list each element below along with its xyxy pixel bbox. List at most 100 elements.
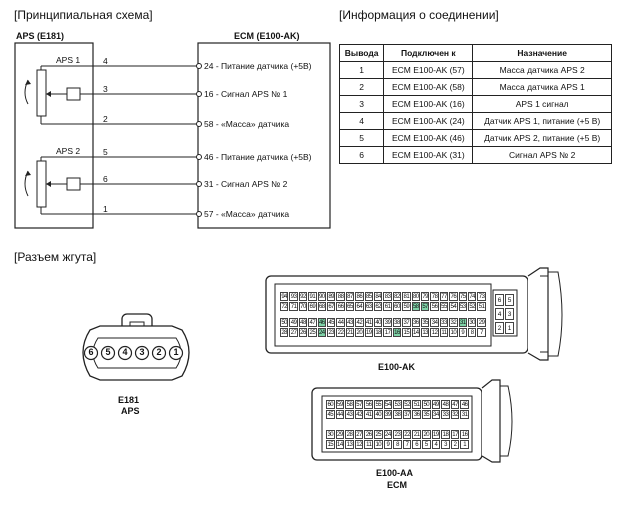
connector-pin-cell: 4 bbox=[495, 308, 504, 320]
connector-pin-cell: 11 bbox=[364, 440, 373, 449]
connector-pin-cell: 52 bbox=[402, 400, 412, 409]
connector-pin-cell: 33 bbox=[439, 318, 449, 327]
table-cell: 2 bbox=[338, 78, 385, 96]
connector-pin-cell: 1 bbox=[505, 322, 514, 334]
connector-pin-cell: 48 bbox=[298, 318, 308, 327]
connector-pin-cell: 28 bbox=[280, 328, 289, 337]
connector-pin-cell: 47 bbox=[308, 318, 317, 327]
connector-pin-cell: 37 bbox=[402, 318, 411, 327]
connector-pin-cell: 31 bbox=[460, 410, 469, 419]
connector-pin-cell: 5 bbox=[505, 294, 514, 306]
connector-pin-cell: 92 bbox=[298, 292, 308, 301]
wire-pin-left: 2 bbox=[103, 114, 108, 124]
connector-pin-cell: 58 bbox=[345, 400, 354, 409]
connector-pin-cell: 19 bbox=[364, 328, 373, 337]
connector-pin-cell: 89 bbox=[327, 292, 336, 301]
connection-info-table: Вывода Подключен к Назначение 1 ECM E100… bbox=[338, 44, 612, 164]
wire-pin-left: 4 bbox=[103, 56, 108, 66]
e100-ak-connector-body bbox=[265, 267, 563, 361]
connector-pin-cell: 68 bbox=[317, 302, 326, 311]
connector-pin-cell: 30 bbox=[326, 430, 335, 439]
connector-pin-cell: 73 bbox=[477, 292, 486, 301]
connector-pin-cell: 36 bbox=[412, 410, 421, 419]
connector-pin-cell: 84 bbox=[374, 292, 383, 301]
connector-pin-cell: 48 bbox=[441, 400, 450, 409]
connector-pin-cell: 46 bbox=[317, 318, 326, 327]
connector-pin-cell: 60 bbox=[326, 400, 335, 409]
table-cell: Датчик APS 2, питание (+5 В) bbox=[472, 129, 612, 147]
connector-pin-cell: 2 bbox=[495, 322, 504, 334]
table-row: 6 ECM E100-AK (31) Сигнал APS № 2 bbox=[338, 146, 612, 164]
connector-pin-cell: 5 bbox=[422, 440, 431, 449]
table-cell: ECM E100-AK (31) bbox=[383, 146, 474, 164]
connector-pin-cell: 36 bbox=[411, 318, 420, 327]
connector-pin-cell: 7 bbox=[402, 440, 412, 449]
connector-pin-cell: 34 bbox=[431, 410, 441, 419]
connector-pin-cell: 9 bbox=[383, 440, 393, 449]
connector-pin-cell: 6 bbox=[495, 294, 504, 306]
schematic-section-title: [Принципиальная схема] bbox=[14, 8, 153, 22]
connector-pin-cell: 43 bbox=[345, 318, 355, 327]
connector-pin-cell: 77 bbox=[439, 292, 449, 301]
connector-pin-cell: 71 bbox=[289, 302, 298, 311]
connector-pin-cell: 37 bbox=[402, 410, 412, 419]
aps2-label: APS 2 bbox=[56, 146, 81, 156]
connector-pin-cell: 91 bbox=[308, 292, 317, 301]
e100-ak-label: E100-AK bbox=[378, 362, 416, 372]
connector-pin-cell: 12 bbox=[354, 440, 364, 449]
connector-pin-cell: 53 bbox=[393, 400, 402, 409]
connector-pin-cell: 69 bbox=[308, 302, 317, 311]
connector-pin-cell: 42 bbox=[354, 410, 364, 419]
table-cell: ECM E100-AK (58) bbox=[383, 78, 474, 96]
aps-connector-pin: 4 bbox=[122, 347, 128, 357]
connector-pin-cell: 40 bbox=[374, 410, 383, 419]
connector-pin-cell: 82 bbox=[392, 292, 402, 301]
aps-connector-pin: 2 bbox=[156, 347, 162, 357]
table-row: 4 ECM E100-AK (24) Датчик APS 1, питание… bbox=[338, 112, 612, 130]
table-cell: APS 1 сигнал bbox=[472, 95, 612, 113]
connector-pin-cell: 51 bbox=[412, 400, 421, 409]
connector-pin-cell: 50 bbox=[280, 318, 289, 327]
connector-pin-cell: 27 bbox=[354, 430, 364, 439]
connector-pin-cell: 81 bbox=[402, 292, 411, 301]
table-cell: ECM E100-AK (57) bbox=[383, 61, 474, 79]
table-cell: 4 bbox=[338, 112, 385, 130]
connector-pin-cell: 15 bbox=[402, 328, 411, 337]
connector-pin-cell: 26 bbox=[298, 328, 308, 337]
connector-pin-cell: 43 bbox=[345, 410, 354, 419]
connector-pin-cell: 18 bbox=[374, 328, 383, 337]
e100-aa-sublabel: ECM bbox=[387, 480, 407, 490]
connector-pin-cell: 62 bbox=[374, 302, 383, 311]
connector-pin-cell: 78 bbox=[430, 292, 439, 301]
connector-pin-cell: 46 bbox=[460, 400, 469, 409]
connector-pin-cell: 56 bbox=[430, 302, 439, 311]
table-cell: Масса датчика APS 2 bbox=[472, 61, 612, 79]
connector-pin-cell: 33 bbox=[441, 410, 450, 419]
column-header: Подключен к bbox=[383, 44, 474, 62]
connector-pin-cell: 60 bbox=[392, 302, 402, 311]
table-row: 2 ECM E100-AK (58) Масса датчика APS 1 bbox=[338, 78, 612, 96]
connector-pin-cell: 39 bbox=[383, 410, 393, 419]
table-row: 5 ECM E100-AK (46) Датчик APS 2, питание… bbox=[338, 129, 612, 147]
connector-pin-cell: 26 bbox=[364, 430, 373, 439]
wire-pin-left: 6 bbox=[103, 174, 108, 184]
aps1-resistor bbox=[36, 69, 47, 117]
connector-pin-cell: 45 bbox=[327, 318, 336, 327]
connector-pin-cell: 47 bbox=[450, 400, 460, 409]
table-cell: 6 bbox=[338, 146, 385, 164]
connector-pin-cell: 41 bbox=[364, 410, 373, 419]
connector-pin-cell: 72 bbox=[280, 302, 289, 311]
connector-pin-cell: 63 bbox=[364, 302, 373, 311]
connector-pin-cell: 25 bbox=[308, 328, 317, 337]
aps-block-title: APS (E181) bbox=[16, 31, 65, 41]
wire-description: 16 - Сигнал APS № 1 bbox=[204, 89, 288, 99]
connector-pin-cell: 44 bbox=[336, 318, 345, 327]
column-header: Вывода bbox=[338, 44, 385, 62]
connector-pin-cell: 24 bbox=[317, 328, 326, 337]
connector-pin-cell: 30 bbox=[468, 318, 477, 327]
connector-pin-cell: 55 bbox=[439, 302, 449, 311]
table-cell: ECM E100-AK (24) bbox=[383, 112, 474, 130]
e100-aa-label: E100-AA bbox=[376, 468, 414, 478]
wire-description: 24 - Питание датчика (+5В) bbox=[204, 61, 312, 71]
table-cell: 3 bbox=[338, 95, 385, 113]
